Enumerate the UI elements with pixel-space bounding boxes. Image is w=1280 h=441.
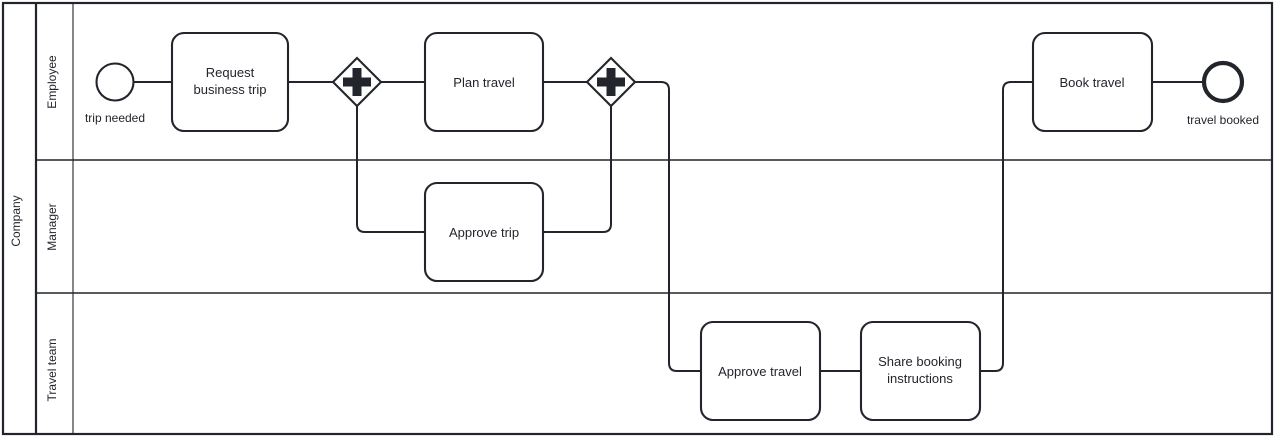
lane-manager: Manager [45,203,59,250]
flow-approve-trip-to-join [543,106,612,233]
plus-icon [343,68,371,96]
task-share-booking-instructions-box[interactable] [859,320,982,422]
task-approve-travel[interactable]: Approve travel [699,320,822,422]
end-event-travel-booked[interactable]: travel booked [1187,60,1259,127]
parallel-gateway-join[interactable] [585,56,637,108]
sequence-flows [134,81,1202,372]
plus-icon [597,68,625,96]
task-request-business-trip-label-line2: business trip [194,82,267,97]
flow-join-to-approve-travel [635,81,701,372]
lane-label-travel-team: Travel team [45,339,59,402]
task-plan-travel-box[interactable] [423,31,545,133]
task-book-travel-label: Book travel [1059,75,1124,90]
flow-share-booking-to-book-travel [980,81,1033,372]
task-request-business-trip-box[interactable] [170,31,290,133]
lane-label-employee: Employee [45,55,59,109]
task-approve-trip[interactable]: Approve trip [423,181,545,283]
task-plan-travel-label: Plan travel [453,75,515,90]
task-approve-travel-label: Approve travel [718,364,802,379]
task-request-business-trip-label-line1: Request [206,65,255,80]
flow-split-to-approve-trip [356,106,425,233]
task-book-travel-box[interactable] [1031,31,1154,133]
lane-travel-team: Travel team [45,339,59,402]
end-event-circle[interactable] [1201,60,1245,104]
start-event-circle[interactable] [95,62,135,102]
end-event-label: travel booked [1187,113,1259,127]
lane-label-manager: Manager [45,203,59,250]
task-share-booking-instructions[interactable]: Share booking instructions [859,320,982,422]
lane-employee: Employee [45,55,59,109]
task-approve-trip-label: Approve trip [449,225,519,240]
task-share-booking-instructions-label-line1: Share booking [878,354,962,369]
start-event-label: trip needed [85,111,145,125]
parallel-gateway-split[interactable] [331,56,383,108]
task-book-travel[interactable]: Book travel [1031,31,1154,133]
task-approve-trip-box[interactable] [423,181,545,283]
task-request-business-trip[interactable]: Request business trip [170,31,290,133]
task-approve-travel-box[interactable] [699,320,822,422]
start-event-trip-needed[interactable]: trip needed [85,62,145,126]
pool-label: Company [9,195,23,246]
lane-separators [36,3,1272,434]
task-plan-travel[interactable]: Plan travel [423,31,545,133]
task-share-booking-instructions-label-line2: instructions [887,371,953,386]
